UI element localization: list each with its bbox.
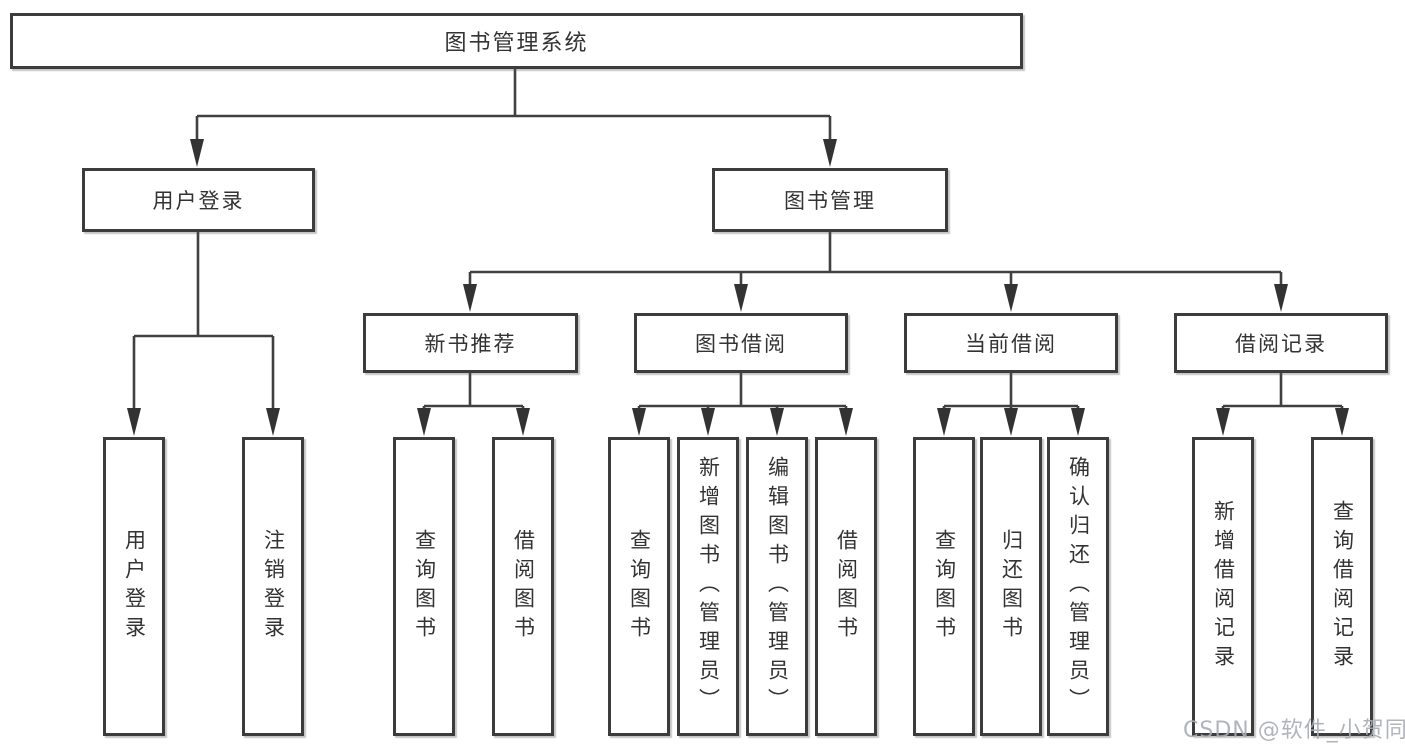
- connector-root-to-level1: [195, 69, 832, 142]
- arrow-icon: [516, 408, 530, 436]
- node-user-login: 用户登录: [82, 168, 315, 232]
- node-book-borrow-label: 图书借阅: [695, 332, 787, 356]
- leaf-query-books-current: 查询图书: [913, 437, 975, 736]
- leaf-borrow-books-label: 借阅图书: [834, 528, 859, 645]
- arrow-icon: [839, 408, 853, 436]
- leaf-query-books-recommend-label: 查询图书: [412, 528, 437, 645]
- watermark-label: CSDN @软件_小贺同学: [1183, 718, 1405, 743]
- leaf-logout: 注销登录: [242, 437, 304, 736]
- node-book-borrow: 图书借阅: [634, 313, 848, 373]
- arrow-icon: [1071, 408, 1085, 436]
- leaf-query-books-current-label: 查询图书: [932, 528, 957, 645]
- arrow-icon: [127, 408, 141, 436]
- node-new-book-recommend-label: 新书推荐: [424, 332, 517, 356]
- node-root: 图书管理系统: [10, 13, 1023, 69]
- leaf-edit-book-admin: 编辑图书（管理员）: [746, 437, 808, 736]
- node-book-management: 图书管理: [712, 168, 948, 232]
- arrow-icon: [417, 408, 431, 436]
- arrow-icon: [770, 408, 784, 436]
- leaf-logout-label: 注销登录: [261, 528, 286, 645]
- leaf-return-books-label: 归还图书: [999, 528, 1024, 645]
- arrow-icon: [266, 408, 280, 436]
- node-user-login-label: 用户登录: [152, 189, 245, 213]
- node-borrow-records: 借阅记录: [1174, 313, 1388, 373]
- arrow-icon: [632, 408, 646, 436]
- connector-book-management-to-level2: [468, 232, 1283, 288]
- leaf-query-books-borrow: 查询图书: [608, 437, 670, 736]
- leaf-add-book-admin: 新增图书（管理员）: [677, 437, 739, 736]
- arrow-icon: [1274, 284, 1288, 312]
- arrow-icon: [1335, 408, 1349, 436]
- leaf-query-borrow-record-label: 查询借阅记录: [1330, 499, 1355, 674]
- leaf-add-borrow-record-label: 新增借阅记录: [1211, 499, 1236, 674]
- arrow-icon: [823, 139, 837, 167]
- watermark-text: CSDN @软件_小贺同学: [1183, 712, 1405, 744]
- connector-current-borrow-to-leaves: [942, 373, 1080, 412]
- connector-new-books-to-leaves: [422, 373, 525, 412]
- leaf-query-books-borrow-label: 查询图书: [627, 528, 652, 645]
- node-current-borrow-label: 当前借阅: [965, 332, 1057, 356]
- node-new-book-recommend: 新书推荐: [363, 313, 578, 373]
- arrowheads: [127, 139, 1349, 436]
- leaf-return-books: 归还图书: [980, 437, 1042, 736]
- arrow-icon: [1004, 284, 1018, 312]
- leaf-borrow-books-recommend-label: 借阅图书: [511, 528, 536, 645]
- leaf-confirm-return-admin: 确认归还（管理员）: [1047, 437, 1109, 736]
- connector-borrow-records-to-leaves: [1221, 373, 1344, 412]
- leaf-add-book-admin-label: 新增图书（管理员）: [696, 456, 721, 717]
- arrow-icon: [1216, 408, 1230, 436]
- arrow-icon: [190, 139, 204, 167]
- connector-user-login-to-leaves: [132, 232, 275, 412]
- node-borrow-records-label: 借阅记录: [1235, 332, 1327, 356]
- arrow-icon: [734, 284, 748, 312]
- connector-book-borrow-to-leaves: [637, 373, 848, 412]
- leaf-borrow-books: 借阅图书: [815, 437, 877, 736]
- arrow-icon: [937, 408, 951, 436]
- node-book-management-label: 图书管理: [784, 189, 876, 213]
- node-root-label: 图书管理系统: [444, 31, 589, 56]
- leaf-borrow-books-recommend: 借阅图书: [492, 437, 554, 736]
- arrow-icon: [701, 408, 715, 436]
- arrow-icon: [463, 284, 477, 312]
- leaf-user-login: 用户登录: [103, 437, 165, 736]
- arrow-icon: [1004, 408, 1018, 436]
- leaf-query-borrow-record: 查询借阅记录: [1311, 437, 1373, 736]
- node-current-borrow: 当前借阅: [904, 313, 1118, 373]
- leaf-user-login-label: 用户登录: [122, 528, 147, 645]
- leaf-edit-book-admin-label: 编辑图书（管理员）: [765, 456, 790, 717]
- leaf-confirm-return-admin-label: 确认归还（管理员）: [1066, 456, 1091, 717]
- leaf-query-books-recommend: 查询图书: [393, 437, 455, 736]
- leaf-add-borrow-record: 新增借阅记录: [1192, 437, 1254, 736]
